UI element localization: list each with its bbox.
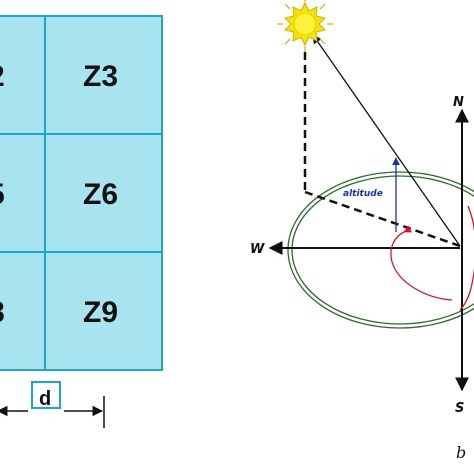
- panel-label-b: b: [456, 443, 466, 462]
- zone-label-8: 8: [0, 296, 5, 329]
- compass-label-south: S: [455, 401, 464, 416]
- dimension-label: d: [39, 388, 51, 410]
- zone-label-5: 5: [0, 178, 5, 211]
- dimension-indicator: d: [0, 381, 105, 428]
- zone-label-z9: Z9: [83, 296, 118, 329]
- compass-label-north: N: [453, 95, 464, 110]
- zone-label-2: 2: [0, 60, 5, 93]
- zone-label-z6: Z6: [83, 178, 118, 211]
- sun-orbit-inner: [291, 175, 474, 325]
- altitude-label: altitude: [343, 189, 383, 199]
- sun-position-diagram: N S W altitude: [250, 0, 474, 462]
- dimension-box: [31, 381, 61, 409]
- projection-ground-dashed: [304, 190, 461, 248]
- sun-icon: [277, 0, 333, 52]
- compass-label-west: W: [250, 242, 265, 257]
- sun-orbit-outer: [287, 171, 474, 329]
- zone-label-z3: Z3: [83, 60, 118, 93]
- zone-grid-background: [0, 15, 163, 371]
- sun-ray-line: [312, 34, 461, 247]
- azimuth-arc-left: [390, 225, 453, 301]
- zone-grid: 2 Z3 5 Z6 8 Z9: [0, 15, 163, 371]
